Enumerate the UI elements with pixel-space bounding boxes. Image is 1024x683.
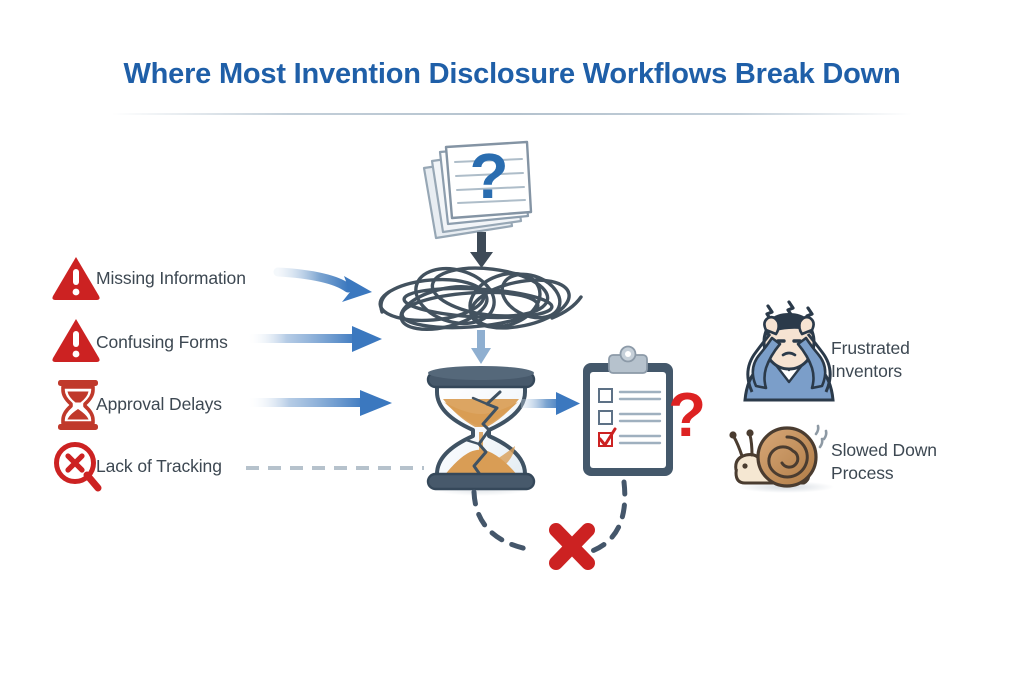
warning-triangle-icon bbox=[52, 257, 100, 300]
svg-text:?: ? bbox=[469, 140, 508, 212]
connector-arrow-curved bbox=[273, 267, 372, 302]
outcome-label-frustrated-inventors: Frustrated Inventors bbox=[831, 337, 910, 383]
snail-icon bbox=[729, 424, 834, 493]
frustrated-person-icon bbox=[743, 300, 835, 402]
tangled-scribble-icon bbox=[378, 266, 583, 331]
issue-label-confusing-forms: Confusing Forms bbox=[96, 332, 228, 352]
dashed-curve-icon bbox=[471, 479, 628, 554]
warning-triangle-icon bbox=[52, 319, 100, 362]
clipboard-checklist-icon bbox=[583, 345, 673, 476]
page-title: Where Most Invention Disclosure Workflow… bbox=[123, 58, 901, 90]
outcome-label-slowed-down-process: Slowed Down Process bbox=[831, 439, 937, 485]
red-x-icon bbox=[549, 523, 595, 570]
connector-arrow-straight bbox=[248, 390, 392, 416]
outcome-line-1: Frustrated bbox=[831, 338, 910, 358]
arrow-down-icon bbox=[470, 232, 493, 268]
outcome-line-2: Process bbox=[831, 463, 894, 483]
magnifier-x-icon bbox=[54, 442, 102, 492]
issue-label-missing-information: Missing Information bbox=[96, 268, 246, 288]
arrow-down-icon bbox=[471, 330, 491, 364]
question-mark-icon: ? bbox=[668, 381, 706, 450]
title-divider bbox=[112, 113, 912, 115]
outcome-line-1: Slowed Down bbox=[831, 440, 937, 460]
cracked-hourglass-icon bbox=[426, 366, 536, 496]
issue-label-lack-of-tracking: Lack of Tracking bbox=[96, 456, 222, 476]
document-stack-question-icon: ? bbox=[422, 140, 533, 240]
connector-arrow-straight bbox=[248, 326, 382, 352]
outcome-line-2: Inventors bbox=[831, 361, 903, 381]
arrow-right-icon bbox=[521, 392, 580, 415]
issue-label-approval-delays: Approval Delays bbox=[96, 394, 222, 414]
hourglass-icon bbox=[58, 380, 98, 430]
